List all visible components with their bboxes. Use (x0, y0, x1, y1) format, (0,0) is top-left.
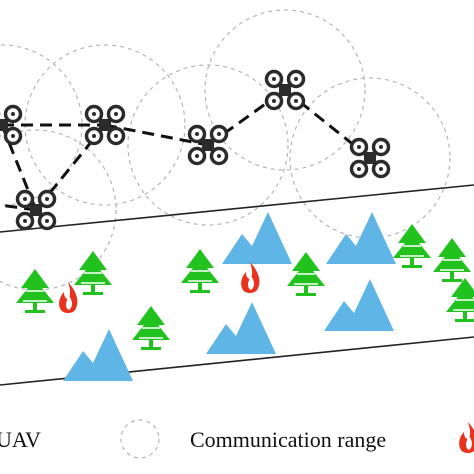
tree-icon (15, 268, 55, 314)
range-circle (127, 64, 289, 226)
uav-icon (352, 140, 389, 177)
mountain-icon (222, 212, 292, 264)
legend-uav-label: UAV (0, 427, 41, 452)
mountain-icon (326, 212, 396, 264)
tree-icon (131, 305, 171, 351)
fire-icon (241, 262, 260, 293)
mountain-group (63, 212, 396, 381)
communication-range-icon (120, 419, 160, 459)
communication-links (0, 88, 371, 212)
range-circle (204, 9, 366, 171)
mountain-icon (206, 302, 276, 354)
ground-plane (0, 184, 474, 386)
mountain-icon (324, 279, 394, 331)
mountain-icon (63, 329, 133, 381)
fire-icon (459, 422, 474, 453)
tree-icon (286, 251, 326, 297)
tree-icon (180, 248, 220, 294)
uav-icon (87, 107, 124, 144)
tree-icon (445, 277, 474, 323)
legend: UAV Communication range (0, 419, 474, 459)
range-circle (289, 77, 451, 239)
tree-icon (73, 250, 113, 296)
tree-icon (432, 237, 472, 283)
fire-icon (59, 282, 78, 313)
uav-group (0, 72, 389, 229)
range-circle (0, 129, 117, 291)
legend-range-label: Communication range (190, 427, 386, 452)
uav-icon (190, 127, 227, 164)
uav-icon (267, 72, 304, 109)
tree-icon (392, 223, 432, 269)
